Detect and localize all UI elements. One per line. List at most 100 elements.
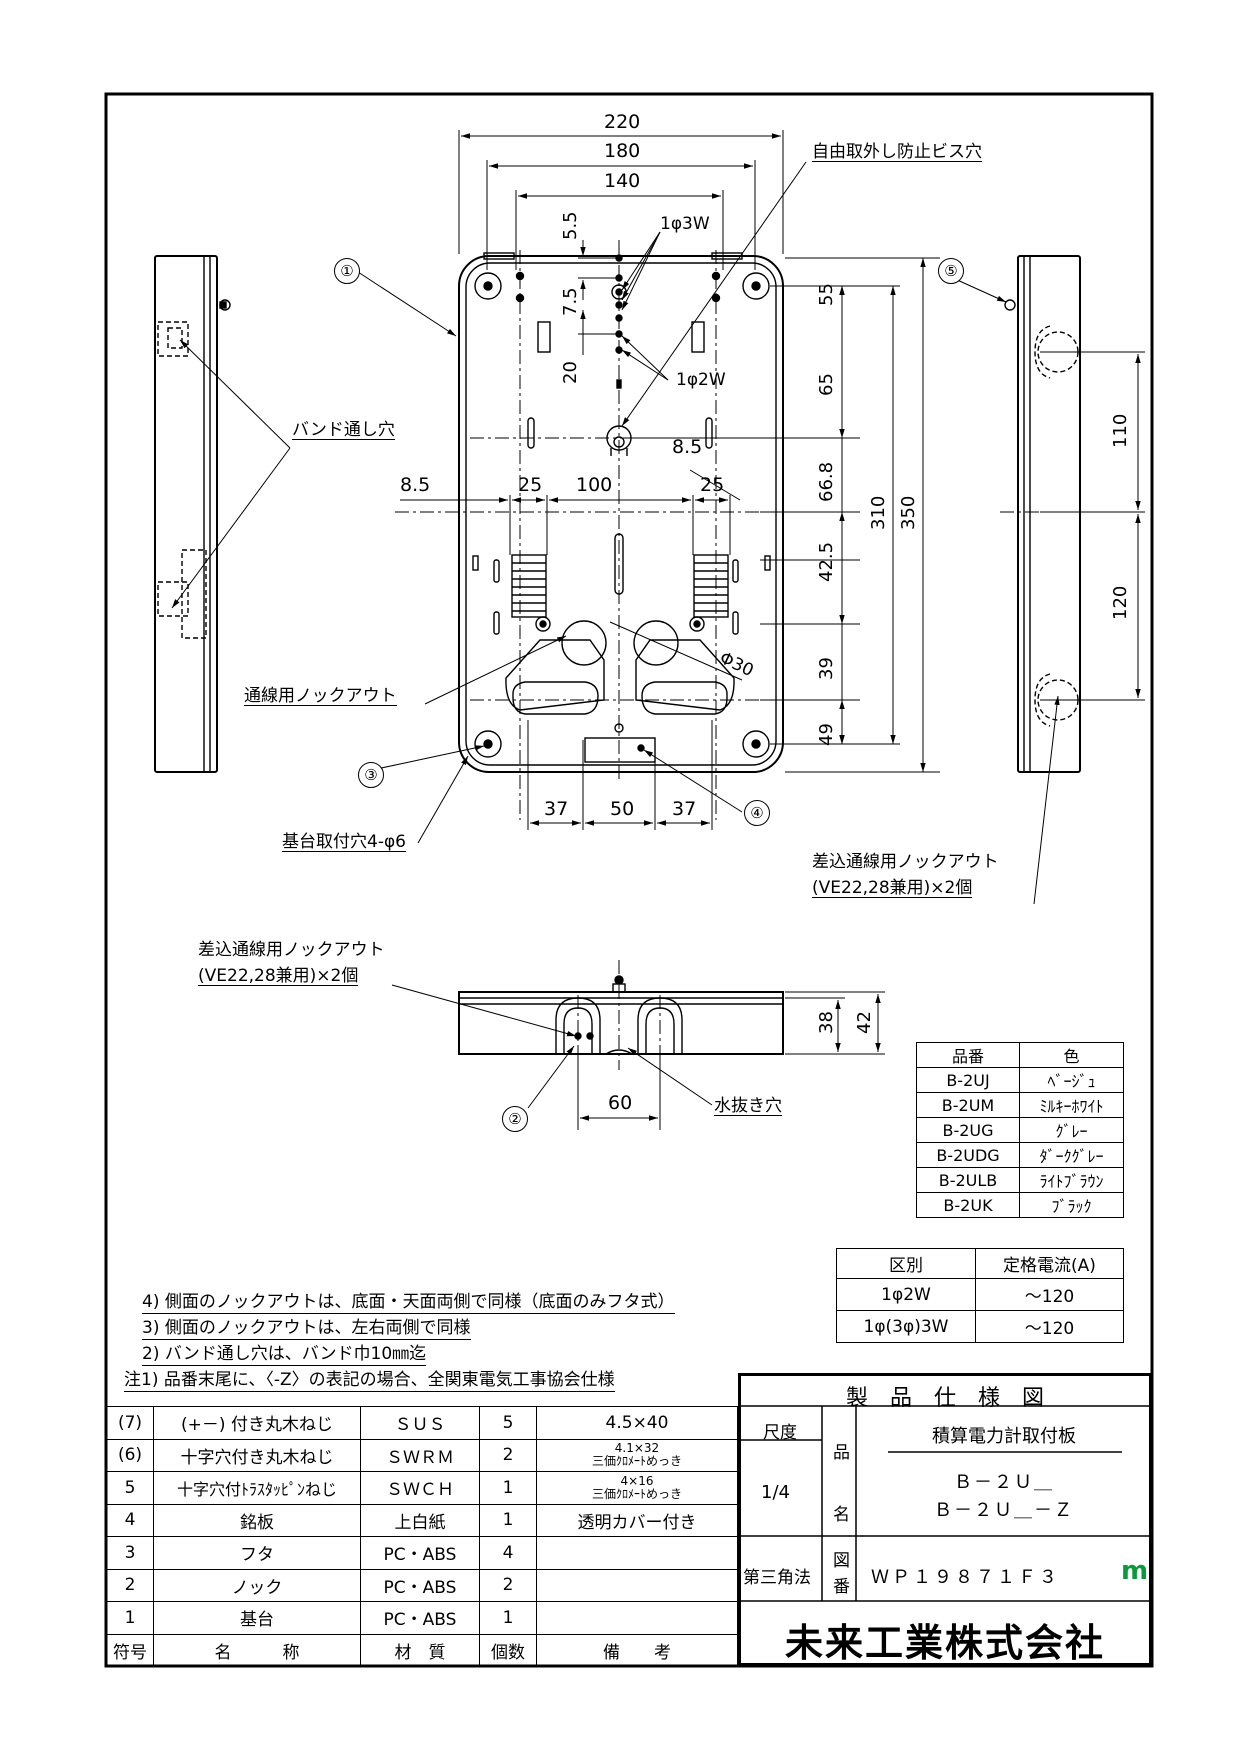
- current-type: 1φ(3φ)3W: [836, 1310, 976, 1343]
- color-name: ﾐﾙｷｰﾎﾜｲﾄ: [1019, 1092, 1124, 1118]
- part-qty: 2: [479, 1568, 537, 1602]
- part-qty: 1: [479, 1601, 537, 1635]
- dim-110: 110: [1110, 413, 1131, 448]
- dim-50: 50: [610, 798, 635, 820]
- color-name: ﾀﾞｰｸｸﾞﾚｰ: [1019, 1142, 1124, 1168]
- parts-list: (7) (+－) 付き丸木ねじ ＳＵＳ 5 4.5×40 (6) 十字穴付き丸木…: [106, 1406, 738, 1667]
- part-remark-plating: 三価ｸﾛﾒｰﾄめっき: [591, 1486, 682, 1501]
- projection-method: 第三角法: [743, 1568, 811, 1588]
- dim-60: 60: [608, 1092, 633, 1114]
- dim-20: 20: [560, 361, 581, 384]
- note-1: 注1) 品番末尾に、〈-Z〉の表記の場合、全関東電気工事協会仕様: [124, 1370, 615, 1392]
- label-insert-knockout-right-1: 差込通線用ノックアウト: [812, 852, 999, 872]
- parts-row: 3 フタ PC・ABS 4: [106, 1536, 738, 1570]
- parts-row: 4 銘板 上白紙 1 透明カバー付き: [106, 1503, 738, 1537]
- dim-37-left: 37: [544, 798, 569, 820]
- current-rating: ～120: [975, 1310, 1124, 1343]
- label-insert-knockout-right-2: (VE22,28兼用)×2個: [812, 878, 973, 898]
- part-remark-size: 4.1×32: [614, 1441, 660, 1456]
- drawing-heading: 製 品 仕 様 図: [845, 1386, 1044, 1411]
- color-model: B-2UJ: [916, 1067, 1020, 1093]
- part-name: 十字穴付き丸木ねじ: [153, 1438, 361, 1472]
- part-no: 4: [106, 1503, 154, 1537]
- part-material: ＳＷＲＭ: [360, 1438, 480, 1472]
- mount-hole-bottom-right: [742, 730, 770, 758]
- dim-350: 350: [898, 495, 919, 530]
- current-table-header-type: 区別: [836, 1248, 976, 1279]
- current-table-header-rating: 定格電流(A): [975, 1248, 1124, 1279]
- part-material: 上白紙: [360, 1503, 480, 1537]
- dim-55: 55: [816, 283, 837, 306]
- dim-42: 42: [854, 1011, 875, 1034]
- part-name: 銘板: [153, 1503, 361, 1537]
- drawing-number: ＷＰ１９８７１Ｆ３: [871, 1567, 1060, 1588]
- part-no: 5: [106, 1471, 154, 1505]
- front-view: [458, 252, 784, 773]
- parts-header-remark: 備 考: [536, 1633, 738, 1667]
- part-remark: 4.5×40: [536, 1406, 738, 1440]
- dim-140: 140: [604, 170, 641, 192]
- label-band-hole: バンド通し穴: [292, 420, 395, 440]
- dim-66-8: 66.8: [816, 461, 837, 502]
- part-name: 基台: [153, 1601, 361, 1635]
- color-model: B-2ULB: [916, 1167, 1020, 1193]
- part-qty: 1: [479, 1503, 537, 1537]
- current-table-row: 1φ2W～120: [836, 1278, 1124, 1311]
- product-name: 積算電力計取付板: [932, 1426, 1076, 1447]
- color-name: ﾗｲﾄﾌﾞﾗｳﾝ: [1019, 1167, 1124, 1193]
- part-remark: [536, 1601, 738, 1635]
- parts-header-row: 符号 名 称 材 質 個数 備 考: [106, 1633, 738, 1667]
- label-antitheft-screw-hole: 自由取外し防止ビス穴: [812, 142, 982, 162]
- company-name: 未来工業株式会社: [784, 1621, 1105, 1665]
- terminal-fins-left: [511, 554, 547, 618]
- part-no: (6): [106, 1438, 154, 1472]
- color-model: B-2UG: [916, 1117, 1020, 1143]
- color-name: ｸﾞﾚｰ: [1019, 1117, 1124, 1143]
- label-insert-knockout-bottom-1: 差込通線用ノックアウト: [198, 940, 385, 960]
- right-side-view: [1000, 255, 1145, 773]
- part-qty: 4: [479, 1536, 537, 1570]
- label-1phi2w: 1φ2W: [676, 370, 726, 390]
- dim-8-5-right: 8.5: [672, 436, 703, 458]
- part-material: ＳＵＳ: [360, 1406, 480, 1440]
- label-wiring-knockout: 通線用ノックアウト: [244, 686, 397, 706]
- label-mounting-hole: 基台取付穴4-φ6: [282, 832, 406, 852]
- part-name: (+－) 付き丸木ねじ: [153, 1406, 361, 1440]
- marker-5: ⑤: [938, 258, 964, 284]
- part-qty: 5: [479, 1406, 537, 1440]
- part-name: ノック: [153, 1568, 361, 1602]
- parts-header-name: 名 称: [153, 1633, 361, 1667]
- color-model: B-2UDG: [916, 1142, 1020, 1168]
- dim-8-5-left: 8.5: [400, 474, 431, 496]
- dim-120: 120: [1110, 585, 1131, 620]
- part-no: 2: [106, 1568, 154, 1602]
- dim-180: 180: [604, 140, 641, 162]
- model-1: Ｂ－２Ｕ＿: [954, 1472, 1054, 1493]
- rated-current-table: 区別 定格電流(A) 1φ2W～120 1φ(3φ)3W～120: [836, 1248, 1124, 1343]
- parts-header-qty: 個数: [479, 1633, 537, 1667]
- part-material: PC・ABS: [360, 1568, 480, 1602]
- part-material: PC・ABS: [360, 1536, 480, 1570]
- part-remark-size: 4×16: [620, 1473, 654, 1488]
- parts-row: 1 基台 PC・ABS 1: [106, 1601, 738, 1635]
- mount-hole-bottom-left: [474, 730, 502, 758]
- product-label-2: 名: [833, 1505, 850, 1525]
- part-no: (7): [106, 1406, 154, 1440]
- title-block: 製 品 仕 様 図 尺度 1/4 品 名 積算電力計取付板 Ｂ－２Ｕ＿ Ｂ－２Ｕ…: [738, 1373, 1152, 1666]
- note-2: 2) バンド通し穴は、バンド巾10㎜迄: [142, 1344, 427, 1366]
- left-side-view: [154, 255, 231, 773]
- dim-25-right: 25: [700, 474, 725, 496]
- color-model: B-2UK: [916, 1192, 1020, 1218]
- marker-4: ④: [744, 800, 770, 826]
- current-table-row: 1φ(3φ)3W～120: [836, 1310, 1124, 1343]
- parts-row: 2 ノック PC・ABS 2: [106, 1568, 738, 1602]
- current-rating: ～120: [975, 1278, 1124, 1311]
- dim-310: 310: [868, 495, 889, 530]
